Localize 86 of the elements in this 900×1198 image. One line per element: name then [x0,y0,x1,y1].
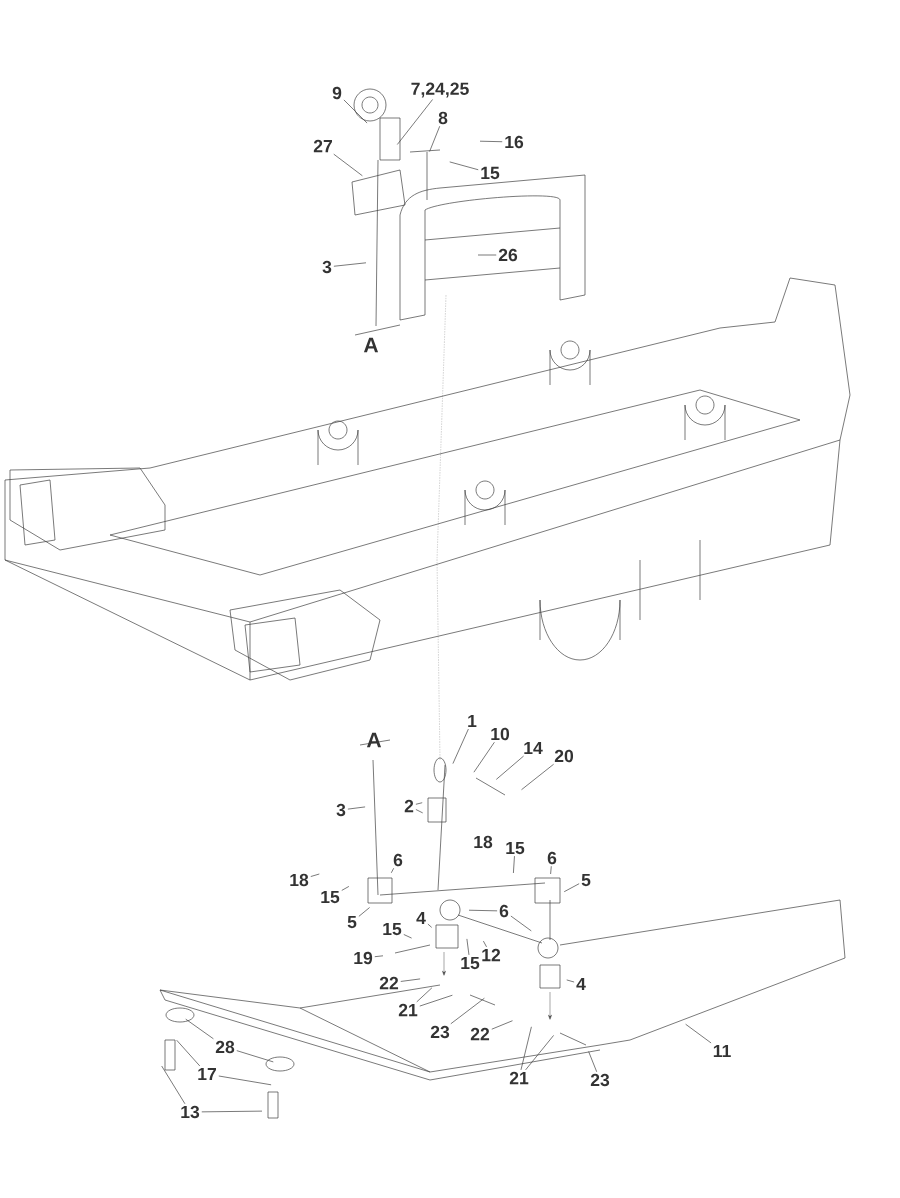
leader-line [563,883,580,893]
callout-number: 15 [383,922,402,936]
leader-line [525,1035,554,1071]
leader-line [685,1023,712,1044]
callout-number: 18 [290,873,309,887]
callout-number: 5 [581,873,591,887]
callout-number: 21 [398,1003,418,1017]
leader-line [429,125,441,152]
leader-line [201,1110,263,1113]
leader-line [520,1026,532,1071]
leader-line [415,802,423,805]
leader-line [161,1065,186,1105]
callout-number: 4 [576,977,586,991]
callout-number: 3 [336,803,346,817]
leader-line [415,809,424,814]
callout-number: 6 [393,853,403,867]
callout-number: 14 [524,741,543,755]
callout-number: 11 [713,1044,731,1058]
callout-number: 15 [461,956,480,970]
callout-number: 7,24,25 [411,82,469,98]
callout-number: 8 [438,111,448,125]
leader-line [513,855,515,874]
callout-number: 18 [474,835,493,849]
leader-line [341,886,350,891]
leader-line [452,728,469,764]
callout-number: 22 [470,1027,490,1041]
callout-number: 16 [505,135,524,149]
callout-number: 27 [313,139,332,153]
leader-line [374,955,384,958]
callout-number: 17 [198,1067,216,1081]
leader-line [416,987,433,1003]
leader-line [358,907,370,917]
leader-line [483,940,487,948]
leader-line [390,867,395,874]
leader-line [477,254,497,256]
leader-line [479,140,503,143]
leader-line [521,763,554,791]
leader-line [176,1039,201,1067]
leader-line [468,909,498,912]
callout-number: 6 [547,851,557,865]
section-mark: A [366,732,382,748]
leader-line [419,994,453,1007]
leader-line [185,1018,214,1040]
leader-line [473,741,495,773]
callout-number: 21 [509,1071,529,1085]
leader-line [450,997,485,1025]
callout-number: 19 [354,951,373,965]
callout-number: 10 [491,727,510,741]
leader-line [588,1051,598,1073]
leader-line [400,978,421,982]
leader-line [466,938,470,956]
callout-number: 15 [506,841,525,855]
callout-number: 1 [468,714,477,728]
leader-line [427,923,433,928]
callout-number: 28 [215,1040,235,1054]
callout-number: 5 [347,915,357,929]
leader-line [236,1050,274,1063]
leader-line [491,1020,513,1030]
callout-number: 12 [482,948,501,962]
callout-number: 2 [404,799,414,813]
callout-number: 3 [322,260,332,274]
leader-line [449,161,479,171]
callout-number: 15 [321,890,340,904]
callout-number: 23 [430,1025,450,1039]
leader-line [343,99,368,124]
leader-line [403,934,412,939]
leader-line [347,806,366,810]
callout-number: 9 [332,86,342,100]
leader-line [310,873,320,877]
leader-line [495,755,524,780]
leader-line [566,979,575,983]
callout-number: 4 [416,911,426,925]
leader-line [333,262,367,267]
callout-number: 6 [499,904,509,918]
leader-line [550,865,552,875]
leader-line [396,99,433,145]
callout-number: 13 [181,1105,200,1119]
leader-line [333,153,363,177]
callout-number: 23 [590,1073,610,1087]
callout-number: 26 [498,248,518,262]
leader-line [510,915,532,932]
callout-number: 20 [554,749,574,763]
callout-number: 22 [379,976,399,990]
section-mark: A [363,337,379,353]
leader-line [218,1075,272,1086]
callout-number: 15 [481,166,500,180]
